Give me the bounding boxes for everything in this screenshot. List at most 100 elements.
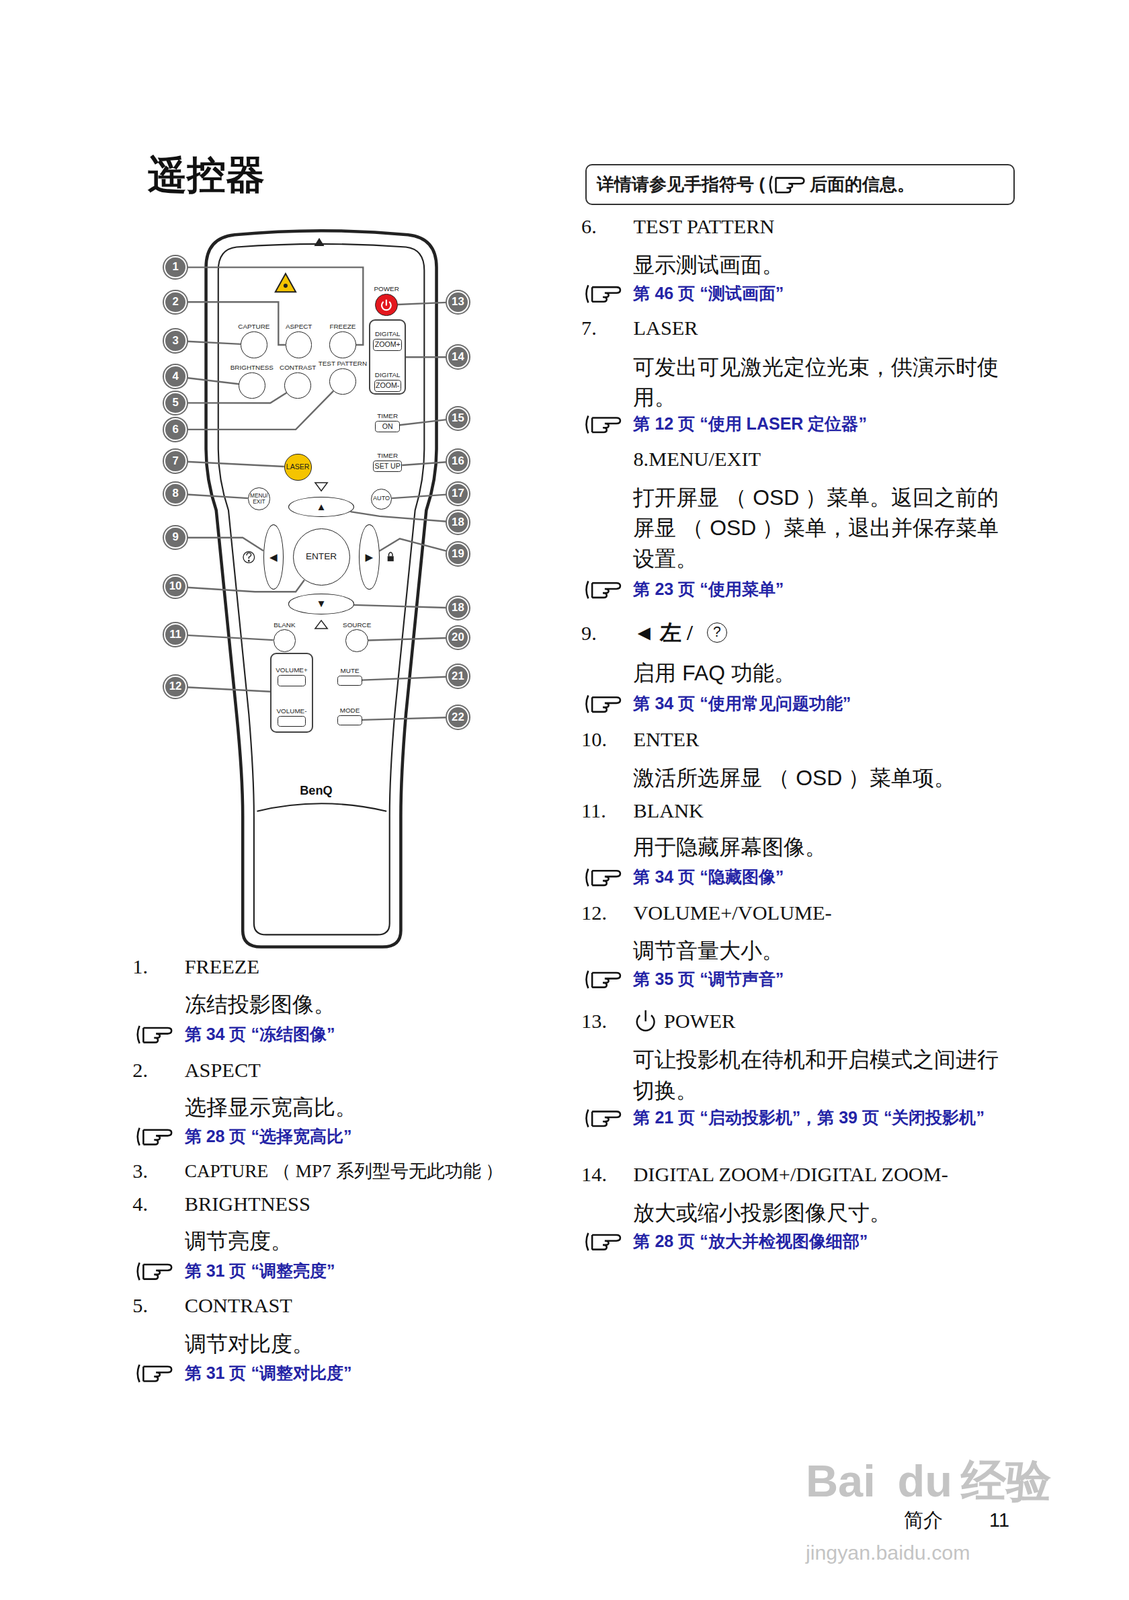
page-reference: 第 34 页 “隐藏图像” <box>633 864 1011 890</box>
leader-line <box>399 419 447 425</box>
item-number: 4. <box>132 1189 148 1219</box>
laser-button: LASER <box>284 453 312 482</box>
button-label: ◀ <box>269 551 278 563</box>
item-number: 3. <box>132 1156 148 1186</box>
ir-emitter-mark <box>313 237 324 246</box>
button-label: TEST PATTERN <box>318 360 367 368</box>
reference-hand-icons <box>137 284 621 1382</box>
rect-button: TIMERSET UP <box>372 460 402 472</box>
button-label: DIGITAL <box>374 371 401 380</box>
callout-label: 7 <box>172 455 179 468</box>
item-description: 选择显示宽高比。 <box>184 1092 552 1123</box>
callout-number: 22 <box>446 705 470 728</box>
button-group: DIGITALZOOM+DIGITALZOOM- <box>368 319 406 395</box>
leader-line <box>186 494 248 499</box>
callout-number: 20 <box>446 626 470 649</box>
callout-number: 11 <box>163 622 187 646</box>
item-description: 显示测试画面。 <box>633 249 1011 281</box>
item-number: 7. <box>581 313 597 343</box>
callout-label: 6 <box>172 424 179 436</box>
item-heading: CONTRAST <box>184 1290 293 1320</box>
button-label: SOURCE <box>342 621 371 630</box>
item-description: 调节对比度。 <box>184 1328 552 1360</box>
page-footer: 11 <box>989 1507 1010 1532</box>
button-label: AUTO <box>372 495 390 503</box>
callout-label: 10 <box>169 580 183 593</box>
callout-number: 5 <box>163 391 187 414</box>
callout-label: 22 <box>451 711 465 724</box>
round-button: BRIGHTNESS <box>238 372 265 399</box>
callout-number: 18 <box>446 596 470 619</box>
leader-line <box>186 461 285 467</box>
rect-button: MUTE <box>337 675 362 686</box>
remote-inner-outline <box>218 243 425 935</box>
watermark: jingyan.baidu.com <box>805 1540 971 1565</box>
hand-icon <box>768 173 808 196</box>
item-heading: CAPTURE （ MP7 系列型号无此功能 ） <box>184 1156 505 1186</box>
round-button: CAPTURE <box>240 331 267 358</box>
callout-label: 14 <box>451 351 465 363</box>
arrow-button: ◀ <box>263 524 284 590</box>
button-label: TIMER <box>377 412 398 421</box>
item-number: 14. <box>581 1159 607 1189</box>
item-heading: FREEZE <box>184 952 260 982</box>
button-label: SET UP <box>374 462 401 470</box>
watermark: 经验 <box>960 1455 1052 1507</box>
rect-button: DIGITALZOOM+ <box>372 338 402 351</box>
faq-icon: ? <box>706 622 728 643</box>
button-label: ▼ <box>316 598 327 609</box>
item-number: 9. <box>581 618 597 648</box>
page-reference: 第 28 页 “选择宽高比” <box>184 1123 563 1150</box>
leader-line <box>186 391 334 430</box>
watermark: du <box>897 1455 953 1507</box>
button-label: VOLUME+ <box>275 666 308 675</box>
battery-cover <box>256 803 387 811</box>
item-heading: POWER <box>663 1006 736 1036</box>
button-label: FREEZE <box>329 323 356 331</box>
callout-number: 21 <box>446 664 470 687</box>
callout-label: 3 <box>172 335 179 347</box>
leader-line <box>362 717 447 720</box>
button-label: LASER <box>286 463 310 471</box>
callout-number: 10 <box>163 575 187 598</box>
item-number: 13. <box>581 1006 607 1036</box>
button-label: ▶ <box>365 551 374 563</box>
rect-button: VOLUME- <box>277 715 306 728</box>
item-number: 1. <box>132 952 148 982</box>
rect-button: MODE <box>337 715 362 726</box>
callout-number: 14 <box>446 345 470 368</box>
page-reference: 第 31 页 “调整对比度” <box>184 1360 563 1386</box>
lock-symbol <box>387 552 394 562</box>
rect-button: VOLUME+ <box>277 674 306 687</box>
enter-button: ENTER <box>293 528 351 586</box>
leader-line <box>401 461 447 466</box>
leader-line <box>405 356 447 358</box>
item-heading: ASPECT <box>184 1055 261 1085</box>
callout-label: 1 <box>172 261 179 273</box>
item-heading: VOLUME+/VOLUME- <box>633 898 832 928</box>
button-label: BRIGHTNESS <box>230 364 274 372</box>
callout-label: 18 <box>451 516 465 529</box>
page-footer: 简介 <box>903 1507 943 1532</box>
leader-line <box>186 686 271 692</box>
leader-line <box>186 341 242 345</box>
callout-number: 4 <box>163 364 187 388</box>
item-description: 用于隐藏屏幕图像。 <box>633 831 1011 863</box>
leader-line <box>353 604 447 608</box>
page-reference: 第 21 页 “启动投影机”，第 39 页 “关闭投影机” <box>633 1104 1006 1131</box>
page-title: 遥控器 <box>147 151 265 199</box>
button-label: DIGITAL <box>374 330 401 339</box>
button-label: ASPECT <box>285 323 312 331</box>
info-text: 详情请参见手指符号 ( <box>596 172 765 197</box>
callout-number: 15 <box>446 407 470 430</box>
page-reference: 第 46 页 “测试画面” <box>633 280 1011 307</box>
item-heading: ◄ 左 / <box>633 618 693 648</box>
callout-label: 5 <box>172 397 179 409</box>
item-heading: LASER <box>633 313 698 343</box>
round-button: ASPECT <box>285 331 312 358</box>
item-number: 10. <box>581 725 607 755</box>
callout-number: 3 <box>163 329 187 352</box>
callout-label: 8 <box>172 487 179 500</box>
callout-label: 4 <box>172 370 179 383</box>
